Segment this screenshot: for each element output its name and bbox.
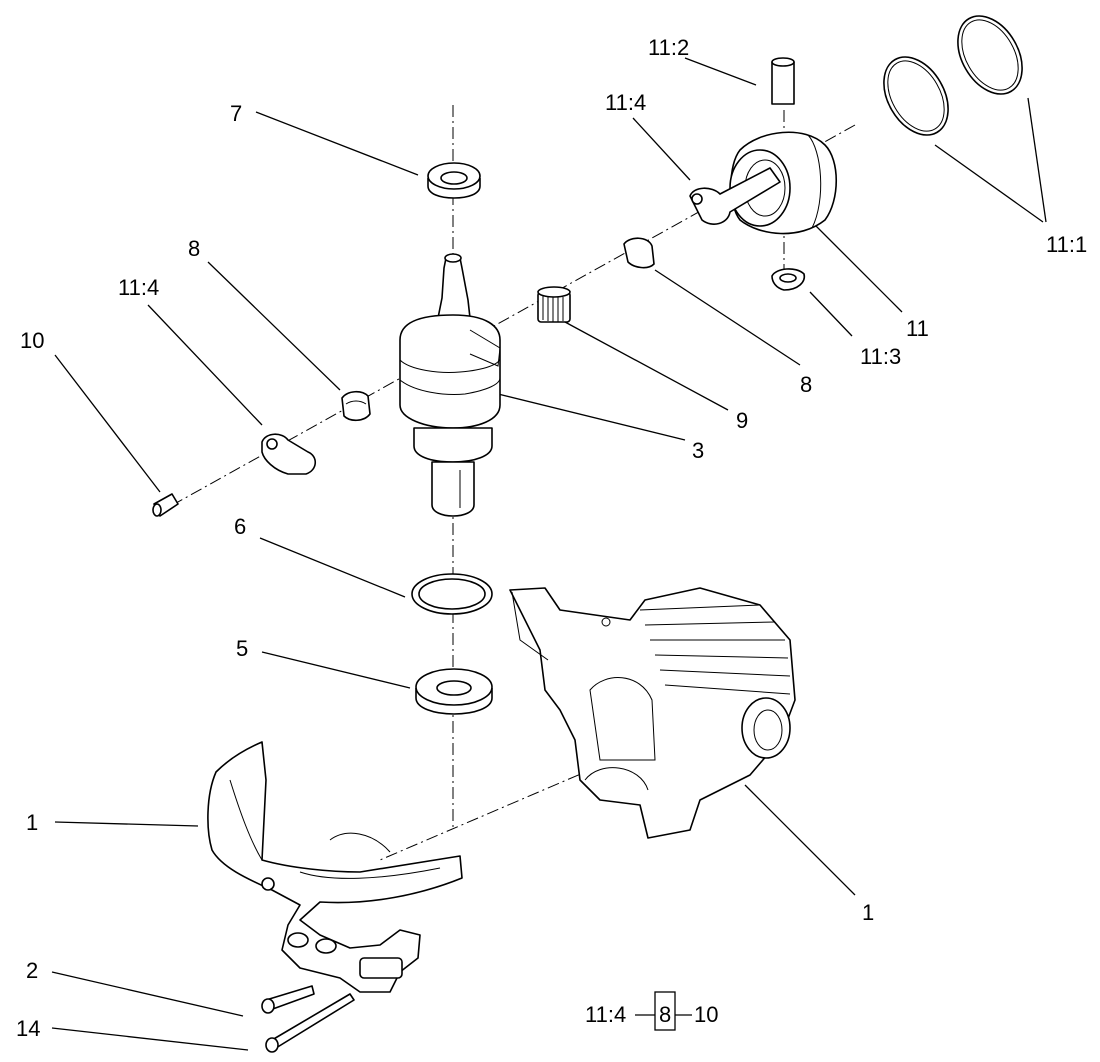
callout-9: 9 [736, 408, 748, 433]
kit-legend: 11:4 8 10 [585, 991, 718, 1031]
thrust-washer-icon [415, 668, 493, 715]
callout-3: 3 [692, 438, 704, 463]
callout-1-right: 1 [862, 900, 874, 925]
callout-10: 10 [20, 328, 44, 353]
callout-labels: 7 11:2 11:4 11:1 8 11:4 10 11 11:3 8 9 3… [16, 35, 1087, 1041]
callout-14: 14 [16, 1016, 40, 1041]
crankshaft-icon [399, 253, 501, 517]
retaining-clip-icon [341, 390, 371, 422]
bolt-icon [265, 993, 355, 1053]
callout-11: 11 [906, 316, 929, 341]
callout-5: 5 [236, 636, 248, 661]
legend-left: 11:4 [585, 1002, 626, 1027]
callout-11-1: 11:1 [1046, 232, 1087, 257]
piston-ring-icon [883, 56, 949, 136]
piston-pin-icon [152, 493, 179, 517]
retaining-clip-icon [623, 237, 655, 269]
bolt-icon [261, 985, 315, 1014]
callout-7: 7 [230, 101, 242, 126]
callout-11-4-left: 11:4 [118, 275, 159, 300]
connecting-rod-icon [261, 433, 317, 475]
callout-8-right: 8 [800, 372, 812, 397]
legend-boxed: 8 [659, 1002, 671, 1027]
callout-8-left: 8 [188, 236, 200, 261]
connecting-rod-icon [689, 167, 781, 225]
callout-6: 6 [234, 514, 246, 539]
callout-2: 2 [26, 958, 38, 983]
callout-11-3: 11:3 [860, 344, 901, 369]
needle-bearing-icon [537, 286, 571, 323]
piston-icon [729, 131, 838, 235]
callout-1-left: 1 [26, 810, 38, 835]
thrust-washer-icon [427, 162, 481, 199]
piston-pin-icon [771, 57, 795, 105]
piston-ring-icon [957, 15, 1023, 95]
crankcase-half-icon [207, 741, 463, 993]
retaining-clip-icon [771, 268, 806, 291]
seal-ring-icon [411, 573, 493, 615]
leader-lines [51, 57, 1047, 1051]
callout-11-4-top: 11:4 [605, 90, 646, 115]
legend-right: 10 [694, 1002, 718, 1027]
cylinder-block-icon [509, 587, 796, 839]
callout-11-2: 11:2 [648, 35, 689, 60]
